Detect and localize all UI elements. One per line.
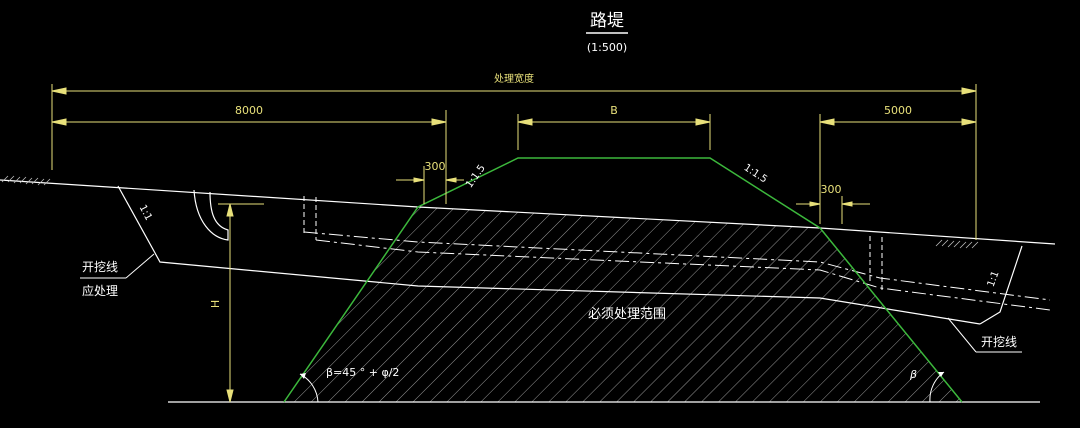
- drawing-title: 路堤: [590, 11, 624, 31]
- right-step-label: 300: [821, 183, 842, 196]
- right-angle-arrow: [938, 372, 944, 377]
- left-offset-label: 8000: [235, 104, 263, 117]
- treatment-width-dimension: [51, 84, 977, 240]
- treatment-width-label: 处理宽度: [494, 72, 534, 85]
- right-cut-slope-label: 1:1: [986, 270, 1002, 289]
- left-excavation-line: [117, 185, 981, 325]
- ground-hatch-left: [1, 175, 51, 186]
- mandatory-zone-label: 必须处理范围: [588, 307, 666, 322]
- height-label: H: [209, 300, 222, 308]
- right-fill-slope-label: 1:1.5: [742, 162, 769, 185]
- height-dimension: [218, 203, 264, 403]
- ground-hatch-right: [935, 239, 979, 249]
- crown-width-label: B: [610, 104, 618, 117]
- left-step-dimension: [396, 166, 464, 204]
- right-offset-dimension: [819, 114, 977, 224]
- embankment-outline: [283, 157, 963, 403]
- dashed-posts: [303, 196, 883, 290]
- mandatory-treatment-zone: [284, 207, 962, 402]
- right-angle-label: β: [909, 368, 917, 381]
- right-step-dimension: [796, 196, 870, 224]
- right-excavation-line: [979, 245, 1023, 325]
- left-offset-dimension: [51, 110, 447, 204]
- left-angle-formula: β=45 ° + φ/2: [326, 366, 399, 379]
- left-fill-slope-label: 1:1.5: [464, 163, 488, 190]
- dashed-layer-2: [315, 239, 1051, 311]
- right-callout-leader: [947, 317, 1022, 353]
- right-offset-label: 5000: [884, 104, 912, 117]
- left-excavation-label: 开挖线: [82, 259, 118, 274]
- left-angle-arrow: [300, 373, 306, 379]
- left-step-label: 300: [425, 160, 446, 173]
- drawing-scale: (1:500): [587, 41, 627, 54]
- right-excavation-label: 开挖线: [981, 334, 1017, 349]
- left-cut-slope-label: 1:1: [137, 203, 154, 222]
- crown-width-dimension: [517, 114, 711, 150]
- dashed-layer-1: [303, 231, 1051, 301]
- left-callout-leader: [80, 253, 155, 279]
- ground-line: [0, 179, 1056, 245]
- left-treatment-label: 应处理: [82, 283, 118, 298]
- left-ditch: [193, 189, 229, 241]
